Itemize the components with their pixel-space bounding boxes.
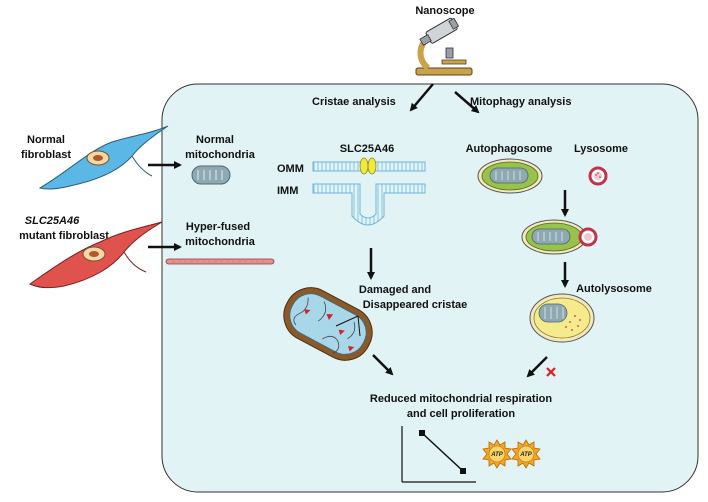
cell-background	[161, 83, 699, 493]
mutant-fibroblast-label-2: mutant fibroblast	[19, 230, 109, 242]
autophagosome	[477, 158, 543, 194]
autophagosome-label: Autophagosome	[466, 143, 553, 155]
hyperfused-mito-label-2: mitochondria	[185, 236, 256, 248]
pointer-1	[335, 315, 359, 327]
damaged-to-result-arrow	[372, 354, 394, 376]
mutant-fibroblast-label-1: SLC25A46	[25, 215, 80, 227]
slc25a46-protein	[359, 157, 377, 175]
mutant-fibroblast-cell	[29, 221, 163, 289]
autolysosome-to-result-arrow	[526, 356, 548, 378]
inner-membrane-crista	[312, 183, 426, 226]
red-x-icon	[546, 367, 556, 377]
autophagosome-lysosome-fusion	[521, 219, 598, 255]
omm-label: OMM	[277, 163, 304, 175]
normal-mitochondrion	[191, 165, 231, 185]
result-label-1: Reduced mitochondrial respiration	[370, 393, 552, 405]
mini-chart-point-1	[419, 430, 425, 436]
damaged-label-1: Damaged and	[359, 284, 431, 296]
autolysosome-label: Autolysosome	[576, 283, 652, 295]
normal-fibroblast-cell	[38, 125, 169, 190]
lysosome-label: Lysosome	[574, 143, 628, 155]
slc25a46-label: SLC25A46	[340, 143, 394, 155]
cristae-arrow	[409, 83, 434, 112]
imm-label: IMM	[277, 185, 298, 197]
mitophagy-arrow	[454, 91, 480, 114]
atp-label-1: ATP	[490, 452, 504, 458]
pointer-2	[357, 315, 361, 337]
normal-fibroblast-label-2: fibroblast	[21, 149, 71, 161]
damaged-mitochondrion	[283, 287, 373, 361]
normal-mito-label-1: Normal	[196, 134, 234, 146]
hyperfused-mito-label-1: Hyper-fused	[186, 221, 250, 233]
atp-label-2: ATP	[519, 452, 533, 458]
atp-sun-icon: ATP	[511, 439, 541, 469]
mitophagy-analysis-label: Mitophagy analysis	[470, 96, 571, 108]
mini-chart-decline-line	[421, 432, 464, 472]
result-label-2: and cell proliferation	[407, 408, 515, 420]
lysosome	[588, 166, 608, 186]
nanoscope-label: Nanoscope	[415, 5, 474, 17]
damaged-label-2: Disappeared cristae	[363, 299, 468, 311]
mini-chart-point-2	[460, 468, 466, 474]
hyperfused-mitochondrion	[165, 258, 275, 265]
microscope-icon	[415, 17, 473, 76]
normal-mito-label-2: mitochondria	[185, 149, 256, 161]
atp-sun-icon: ATP	[482, 439, 512, 469]
cristae-analysis-label: Cristae analysis	[312, 96, 396, 108]
normal-fibroblast-label-1: Normal	[27, 134, 65, 146]
autolysosome	[529, 293, 595, 343]
mini-decline-chart	[401, 426, 476, 483]
